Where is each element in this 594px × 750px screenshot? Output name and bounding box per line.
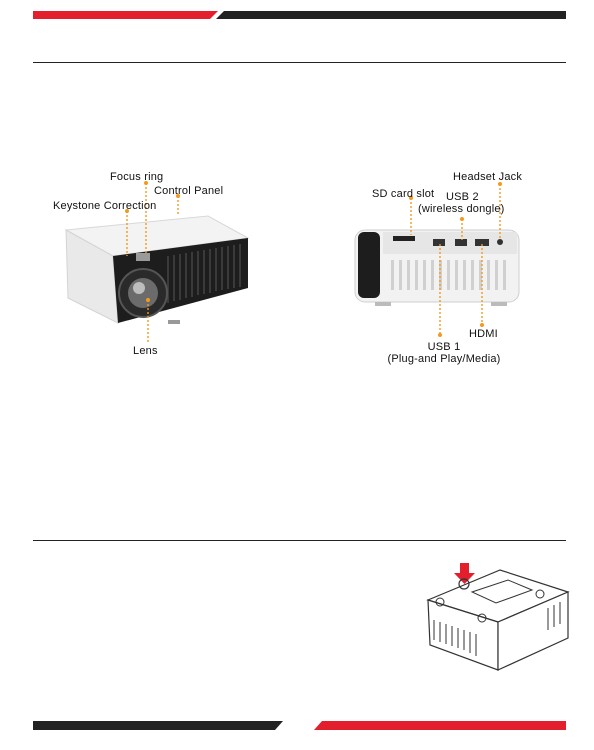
label-usb2-desc: (wireless dongle) — [418, 203, 505, 215]
bottom-red-band — [314, 721, 566, 730]
label-hdmi: HDMI — [469, 328, 498, 340]
label-usb1-desc: (Plug-and Play/Media) — [384, 353, 504, 365]
projector-underside-image — [420, 560, 570, 680]
red-arrow-down-icon — [454, 563, 475, 584]
bottom-dark-band — [33, 721, 283, 730]
label-sd-card-slot: SD card slot — [372, 188, 434, 200]
label-headset-jack: Headset Jack — [453, 171, 522, 183]
bottom-footer-bar — [0, 721, 594, 733]
label-usb1-name: USB 1 — [384, 341, 504, 353]
section-divider-bottom — [33, 540, 566, 541]
label-usb2-name: USB 2 — [446, 191, 479, 203]
